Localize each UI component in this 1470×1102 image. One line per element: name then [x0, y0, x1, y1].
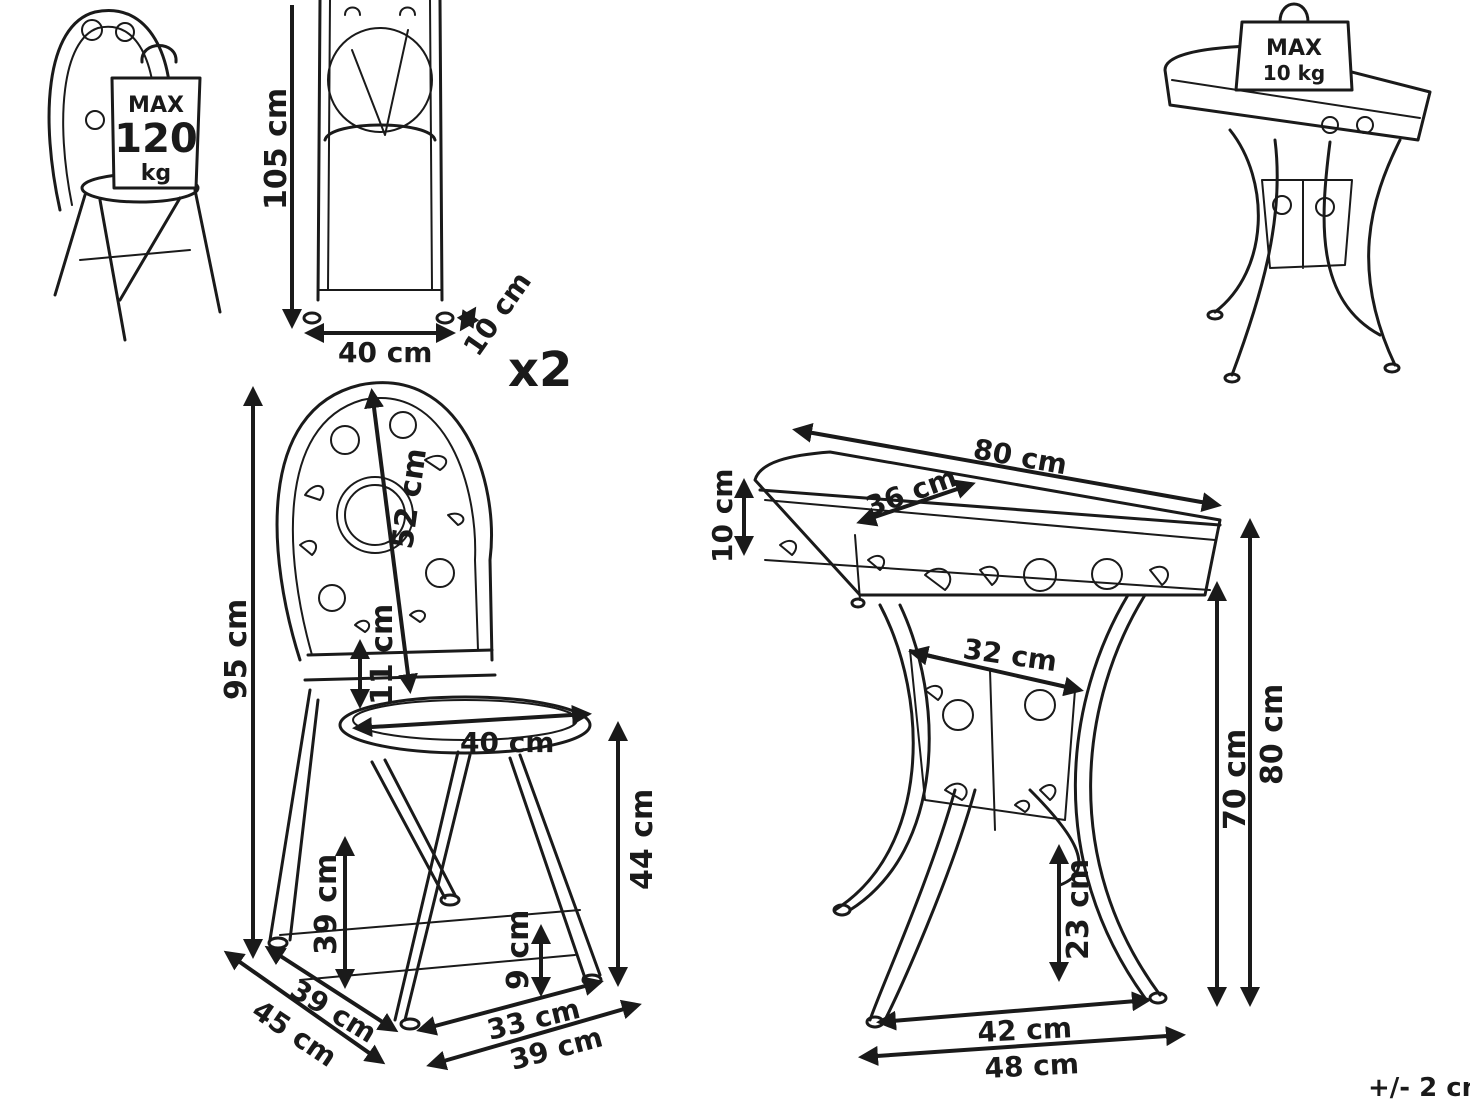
table-height-label: 80 cm	[1255, 684, 1290, 785]
table-depth-label: 36 cm	[861, 460, 961, 523]
backrest-label: 52 cm	[385, 446, 434, 551]
total-depth-arrow	[223, 950, 386, 1065]
base-label: 48 cm	[984, 1047, 1080, 1085]
inner-base-arrow	[876, 991, 1152, 1031]
chair-weight-max: MAX	[128, 93, 184, 118]
base-width-arrow	[426, 999, 642, 1071]
table-depth-arrow	[856, 479, 976, 527]
under-top-height-label: 70 cm	[1218, 729, 1253, 830]
folded-depth-arrow	[456, 306, 480, 332]
table-illustration	[753, 450, 1222, 1029]
backrest-gap-label: 11 cm	[365, 604, 400, 705]
apron-height-label: 10 cm	[706, 469, 739, 564]
base-arrow	[858, 1026, 1186, 1066]
weight-icon-chair: MAX 120 kg	[110, 44, 202, 190]
tolerance-note: +/- 2 cm	[1368, 1073, 1470, 1102]
table-weight-max: MAX	[1266, 36, 1322, 61]
seat-diameter-arrow	[352, 704, 592, 738]
folded-width-label: 40 cm	[338, 336, 433, 369]
front-leg-height-label: 39 cm	[309, 854, 344, 955]
table-width-label: 80 cm	[971, 432, 1070, 481]
crossbar-height-label: 9 cm	[501, 910, 536, 990]
shelf-width-arrow	[908, 645, 1084, 697]
folded-height-label: 105 cm	[259, 88, 294, 210]
backrest-arrow	[364, 388, 418, 694]
chair-load-illustration	[47, 9, 222, 342]
table-weight-value: 10 kg	[1263, 61, 1325, 85]
chair-weight-value: 120	[114, 116, 198, 162]
table-width-arrow	[792, 422, 1222, 513]
shelf-width-label: 32 cm	[961, 632, 1059, 678]
weight-icon-table: MAX 10 kg	[1234, 2, 1354, 92]
seat-height-label: 44 cm	[625, 789, 660, 890]
folded-chair-illustration	[302, 0, 455, 325]
chair-height-label: 95 cm	[219, 599, 254, 700]
chair-quantity: x2	[508, 342, 572, 398]
seat-diameter-label: 40 cm	[460, 726, 555, 759]
chair-weight-unit: kg	[141, 161, 171, 186]
shelf-height-label: 23 cm	[1061, 859, 1096, 960]
table-load-illustration	[1163, 44, 1432, 384]
